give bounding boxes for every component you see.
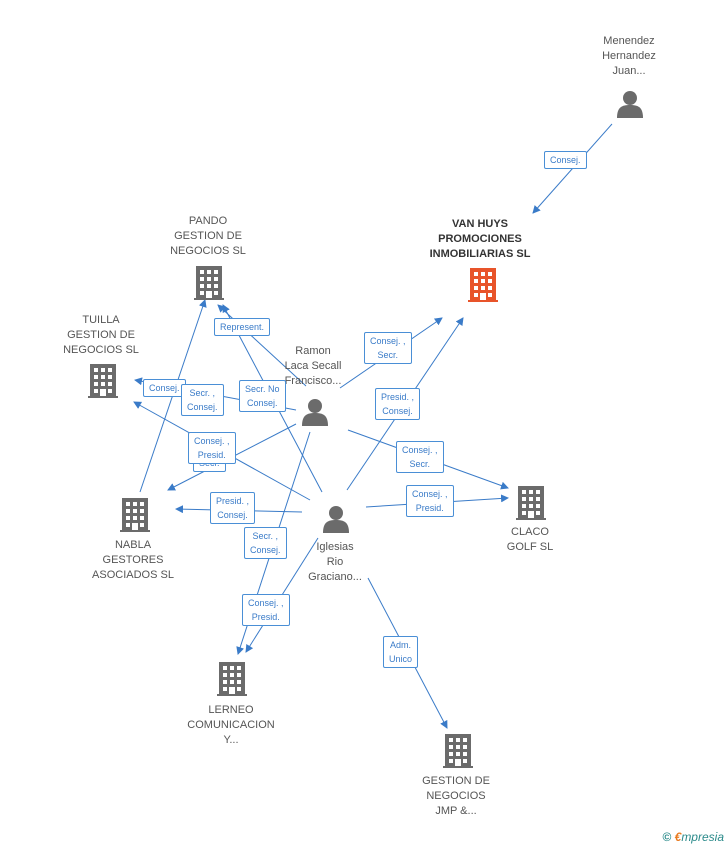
edge-label-iglesias-claco: Consej. , Presid. — [406, 485, 454, 517]
company-icon — [443, 734, 473, 768]
empresia-logo: © €mpresia — [662, 830, 724, 844]
company-icon — [194, 266, 224, 300]
node-menendez[interactable]: Menendez Hernandez Juan... — [602, 35, 656, 77]
node-pando[interactable]: PANDO GESTION DE NEGOCIOS SL — [170, 215, 246, 257]
edge-label-secr-consej-lerneo: Secr. , Consej. — [244, 527, 287, 559]
person-icon — [617, 91, 643, 118]
edge-label-tuilla-consej: Consej. — [143, 379, 186, 397]
edge-label-iglesias-nabla: Presid. , Consej. — [210, 492, 256, 524]
node-lerneo[interactable]: LERNEO COMUNICACION Y... — [187, 704, 275, 746]
edge-label-menendez-vanhuys: Consej. — [544, 151, 587, 169]
person-icon — [323, 506, 349, 533]
company-highlight-icon — [468, 268, 498, 302]
node-ramon[interactable]: Ramon Laca Secall Francisco... — [284, 345, 342, 387]
brand-initial: € — [674, 830, 682, 844]
edge-label-secr-consej: Secr. , Consej. — [181, 384, 224, 416]
node-tuilla[interactable]: TUILLA GESTION DE NEGOCIOS SL — [63, 314, 139, 356]
copyright-mark: © — [662, 830, 672, 844]
edge-label-ramon-claco: Consej. , Secr. — [396, 441, 444, 473]
edge-label-secr-no-consej: Secr. No Consej. — [239, 380, 286, 412]
edge-label-adm-unico: Adm. Unico — [383, 636, 419, 668]
edge-label-iglesias-vanhuys: Presid. , Consej. — [375, 388, 421, 420]
company-icon — [516, 486, 546, 520]
edge-label-consej-presid-lerneo: Consej. , Presid. — [242, 594, 290, 626]
edge-label-consej-presid-left: Consej. , Presid. — [188, 432, 236, 464]
company-icon — [88, 364, 118, 398]
company-icon — [217, 662, 247, 696]
node-gestion[interactable]: GESTION DE NEGOCIOS JMP &... — [422, 775, 490, 817]
node-vanhuys[interactable]: VAN HUYS PROMOCIONES INMOBILIARIAS SL — [429, 218, 531, 260]
edge-label-represent: Represent. — [214, 318, 271, 336]
node-claco[interactable]: CLACO GOLF SL — [506, 526, 554, 553]
edge-label-ramon-vanhuys: Consej. , Secr. — [364, 332, 412, 364]
node-nabla[interactable]: NABLA GESTORES ASOCIADOS SL — [92, 539, 174, 581]
brand-name: mpresia — [681, 830, 724, 844]
person-icon — [302, 399, 328, 426]
company-icon — [120, 498, 150, 532]
node-iglesias[interactable]: Iglesias Rio Graciano... — [308, 541, 362, 583]
